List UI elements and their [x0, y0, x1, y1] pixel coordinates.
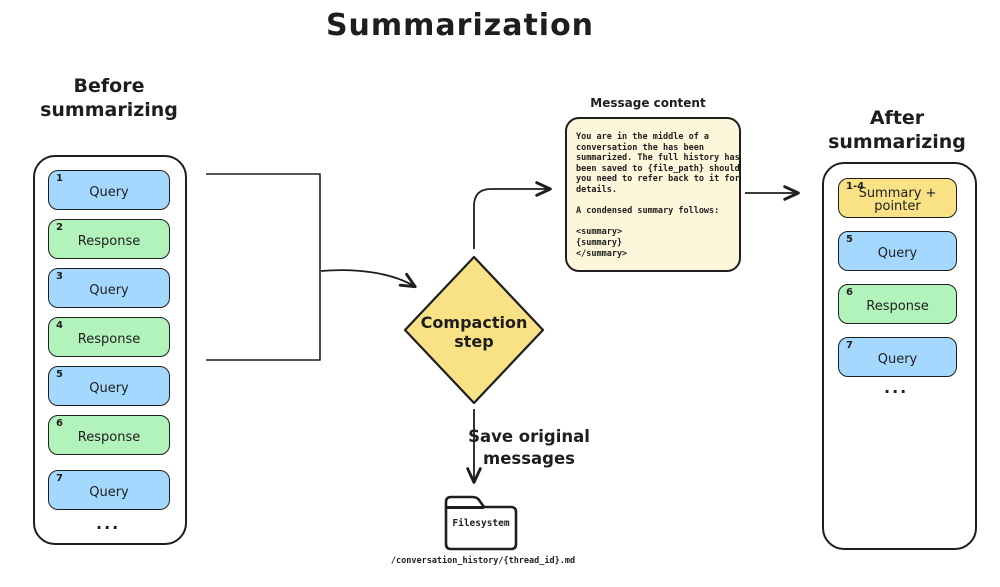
message-number: 5: [846, 234, 853, 245]
message-number: 5: [56, 369, 63, 380]
arrow-compaction-to-message: [473, 181, 552, 249]
message-number: 3: [56, 271, 63, 282]
message-number: 1-4: [846, 181, 865, 192]
message-number: 2: [56, 222, 63, 233]
message-label: Query: [89, 380, 129, 396]
message-label: Query: [89, 184, 129, 200]
message-content-note: You are in the middle of a conversation …: [565, 117, 741, 272]
message-label: Response: [77, 331, 141, 347]
after-summarizing-label: After summarizing: [828, 107, 966, 153]
save-original-messages-label: Save original messages: [468, 427, 590, 468]
before-ellipsis: ...: [96, 514, 121, 533]
arrow-bracket-to-compaction: [320, 269, 417, 289]
message-label: Query: [89, 282, 129, 298]
message-label: Query: [877, 245, 918, 261]
compaction-step-label: Compaction step: [420, 313, 528, 351]
page-title: Summarization: [325, 8, 595, 43]
before-summarizing-label: Before summarizing: [40, 75, 178, 121]
message-number: 6: [846, 287, 853, 298]
message-content-title: Message content: [590, 96, 706, 110]
message-label: Response: [77, 429, 141, 445]
message-label: Query: [877, 351, 918, 367]
message-number: 7: [56, 473, 63, 484]
filesystem-label: Filesystem: [452, 518, 510, 529]
message-number: 1: [56, 173, 63, 184]
group-bracket-messages-1-4: [206, 173, 321, 361]
message-label: Response: [866, 298, 929, 314]
message-label: Summary + pointer: [858, 186, 937, 214]
message-label: Response: [77, 233, 141, 249]
message-content-body: You are in the middle of a conversation …: [576, 132, 740, 259]
message-number: 7: [846, 340, 853, 351]
after-ellipsis: ...: [884, 378, 909, 397]
message-number: 6: [56, 418, 63, 429]
message-label: Query: [89, 484, 129, 500]
filesystem-path: /conversation_history/{thread_id}.md: [390, 556, 576, 566]
message-number: 4: [56, 320, 63, 331]
